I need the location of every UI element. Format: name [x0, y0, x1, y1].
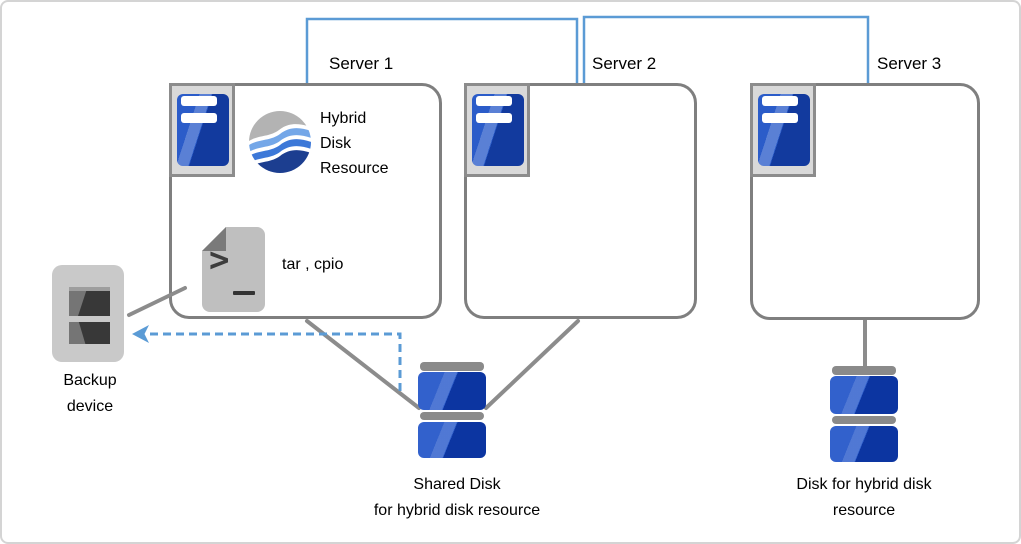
server-drive-bar	[476, 96, 512, 106]
server1-label: Server 1	[329, 54, 394, 73]
shell-underscore-glyph	[233, 291, 255, 295]
network-line-server1-server2	[305, 17, 579, 83]
server-drive-bar	[476, 113, 512, 123]
server1-shared-disk-line	[305, 319, 421, 410]
server-drive-bar	[762, 96, 798, 106]
server-icon	[750, 83, 816, 177]
backup-device-panel	[69, 287, 110, 344]
shared-disk-label: Shared Disk for hybrid disk resource	[373, 476, 541, 519]
server2-box	[464, 83, 697, 319]
server2-shared-disk-line	[484, 319, 580, 410]
backup-tools-label: tar , cpio	[282, 256, 344, 273]
server-drive-bar	[181, 113, 217, 123]
server3-label: Server 3	[877, 54, 942, 73]
hybrid-disk-resource-label: Hybrid Disk Resource	[320, 110, 389, 177]
backup-device-label: Backup device	[63, 372, 117, 415]
server-icon	[169, 83, 235, 177]
server-tower	[177, 94, 229, 166]
server-tower	[472, 94, 524, 166]
script-file-icon: >	[202, 227, 265, 312]
server2-label: Server 2	[592, 54, 657, 73]
shell-prompt-glyph: >	[209, 240, 230, 280]
hybrid-disk-label: Disk for hybrid disk resource	[796, 476, 932, 519]
hybrid-disk-icon	[830, 366, 898, 462]
server-tower	[758, 94, 810, 166]
hybrid-disk-resource-icon	[248, 110, 312, 174]
backup-device-icon	[52, 265, 124, 362]
server-icon	[464, 83, 530, 177]
server-drive-bar	[181, 96, 217, 106]
network-line-server2-server3	[582, 15, 870, 83]
server-drive-bar	[762, 113, 798, 123]
shared-disk-icon	[418, 362, 486, 458]
